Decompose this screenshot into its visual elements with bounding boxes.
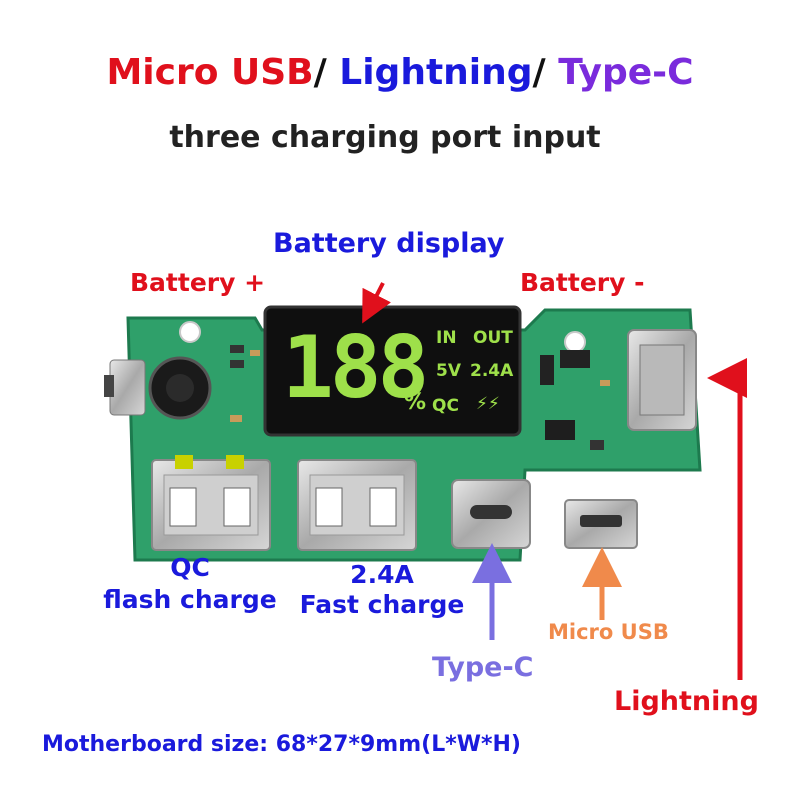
title-type-c: Type-C [558, 52, 694, 93]
lcd-volts: 5V [436, 361, 461, 381]
qc-label-line2: flash charge [103, 585, 277, 614]
lcd-percent: % [404, 390, 427, 415]
battery-plus-label: Battery + [130, 268, 266, 297]
mounting-hole [179, 321, 201, 343]
lcd-digits: 188 [282, 318, 429, 418]
micro-usb-label: Micro USB [548, 620, 669, 644]
display-arrow [362, 282, 392, 324]
battery-minus-label: Battery - [520, 268, 645, 297]
side-switch [109, 359, 146, 416]
fast-label-line2: Fast charge [299, 590, 465, 619]
lcd-flash-icon: ⚡⚡ [476, 394, 500, 414]
title-lightning: Lightning [339, 52, 533, 93]
motherboard-size-label: Motherboard size: 68*27*9mm(L*W*H) [42, 732, 521, 757]
type-c-label: Type-C [432, 652, 534, 683]
battery-display-label: Battery display [273, 228, 505, 259]
lightning-label: Lightning [614, 686, 759, 717]
lcd-out-label: OUT [473, 328, 513, 348]
page-subtitle: three charging port input [169, 120, 601, 155]
page-title: Micro USB/ Lightning/ Type-C [0, 52, 800, 93]
lightning-arrow [707, 358, 747, 680]
qc-label-line1: QC [170, 553, 210, 582]
mounting-hole [564, 331, 586, 353]
title-separator: / [313, 52, 340, 93]
lcd-qc: QC [432, 396, 459, 416]
lcd-display [263, 305, 522, 437]
lcd-amps: 2.4A [470, 361, 514, 381]
title-separator: / [532, 52, 559, 93]
lcd-in-label: IN [436, 328, 457, 348]
title-micro-usb: Micro USB [106, 52, 314, 93]
qc-port-label: QC flash charge [90, 552, 290, 616]
fast-charge-port-label: 2.4A Fast charge [282, 560, 482, 620]
fast-label-line1: 2.4A [350, 560, 414, 589]
